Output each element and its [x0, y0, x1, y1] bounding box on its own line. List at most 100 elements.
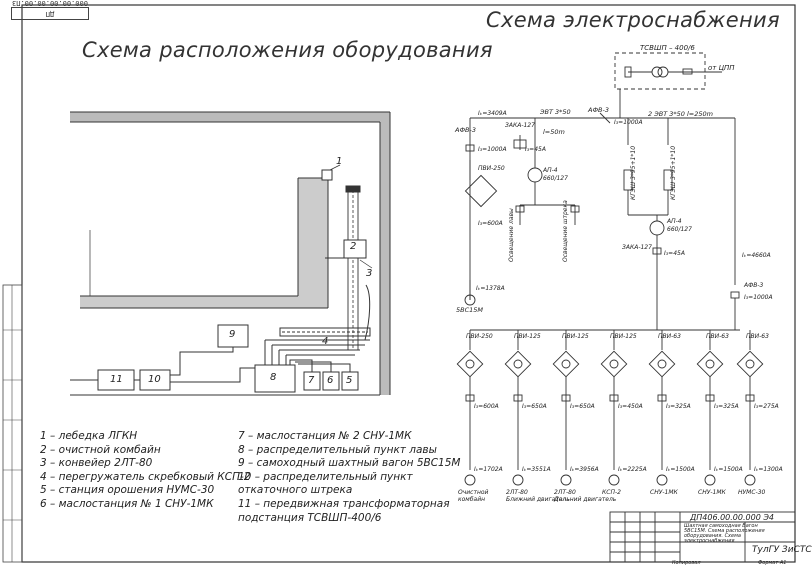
i-600-label: I₃=600A — [478, 220, 503, 227]
transfer-conveyor — [279, 327, 371, 337]
layout-diagram — [70, 111, 391, 396]
feeder-node — [513, 359, 523, 369]
afv-3-label: АФВ-3 — [744, 282, 764, 289]
feeder-ik-label: Iₖ=1702A — [474, 466, 503, 473]
i-45a-label: I₃=45A — [525, 146, 546, 153]
main-cable-label: ЭВТ 3*50 — [540, 108, 571, 116]
feeder-motor — [560, 474, 572, 486]
feeder-node — [465, 359, 475, 369]
feeder-node — [745, 359, 755, 369]
feeder-setting-label: I₃=325A — [714, 403, 739, 410]
label-7: 7 — [308, 375, 315, 386]
feeder-load-label: КСП-2 — [602, 489, 621, 496]
feeder-relay — [513, 394, 523, 402]
label-10: 10 — [148, 374, 161, 385]
feeder-setting-label: I₃=450A — [618, 403, 643, 410]
feeder-load-label: 2ЛТ-80 — [554, 489, 576, 496]
afv-left-label: АФВ-3 — [455, 126, 476, 134]
feeder-motor — [608, 474, 620, 486]
feeder-motor — [656, 474, 668, 486]
legend-item: 5 – станция орошения НУМС-30 — [40, 484, 215, 497]
electrical-diagram — [464, 52, 740, 331]
drawing-code-stamp: ДП 000.00.00.00.00.ПЗ — [11, 0, 89, 20]
breaker-main-i: I₃=1000A — [614, 119, 643, 126]
feeder-ik-label: Iₖ=3956A — [570, 466, 599, 473]
legend-item: 9 – самоходный шахтный вагон 5ВС15М — [238, 457, 461, 470]
ik-left-label: Iₖ=3409A — [478, 110, 507, 117]
legend-left: 1 – лебедка ЛГКН 2 – очистной комбайн 3 … — [40, 430, 250, 512]
feeder-relay — [657, 394, 667, 402]
ap4-2-label: АП-4 — [667, 218, 682, 225]
feeder-relay — [465, 394, 475, 402]
label-4: 4 — [322, 336, 329, 347]
feeder-starter-label: ПВИ-125 — [562, 333, 589, 340]
feeder-relay — [609, 394, 619, 402]
feeder-load-label: Очистной — [458, 489, 489, 496]
feeder-ik-label: Iₖ=1500A — [714, 466, 743, 473]
title-block — [609, 511, 796, 563]
label-1: 1 — [336, 156, 343, 167]
feeder-motor — [512, 474, 524, 486]
legend-right: 7 – маслостанция № 2 СНУ-1МК 8 – распред… — [238, 430, 461, 525]
feeder-setting-label: I₃=650A — [570, 403, 595, 410]
lighting-shtrek: Освещение штрека — [562, 200, 569, 262]
ik-1378-label: Iₖ=1378A — [476, 285, 505, 292]
legend-item: 6 – маслостанция № 1 СНУ-1МК — [40, 497, 214, 510]
binding-strip — [2, 284, 23, 563]
feeder-node — [609, 359, 619, 369]
label-3: 3 — [366, 268, 373, 279]
winch-1 — [321, 169, 333, 181]
legend-item: 7 – маслостанция № 2 СНУ-1МК — [238, 430, 412, 442]
feeder-starter-label: ПВИ-250 — [466, 333, 493, 340]
feeder-starter — [696, 350, 724, 378]
tb-bottom-left: Копировал — [672, 560, 701, 566]
tb-desc: Шахтная самоходная Вагон 5ВС15М. Схема р… — [684, 523, 765, 544]
ik-4660-label: Iₖ=4660A — [742, 252, 771, 259]
feeder-relay — [561, 394, 571, 402]
legend-item: 4 – перегружатель скребковый КСП-2 — [40, 470, 251, 483]
ap4-v2-label: 660/127 — [667, 226, 692, 233]
lighting-lava: Освещение лавы — [508, 208, 515, 262]
feeder-node — [561, 359, 571, 369]
load-main-label: 5ВС15М — [456, 306, 484, 314]
combine-2 — [343, 239, 367, 259]
feeder-relay — [745, 394, 755, 402]
sheet-frame — [21, 4, 796, 563]
substation-box — [614, 52, 706, 90]
feeder-load-label: Дальний двигатель — [554, 496, 617, 503]
legend-item: 1 – лебедка ЛГКН — [40, 430, 138, 442]
rp-lava-8 — [254, 364, 296, 393]
feeder-load-label: Ближний двигатель — [506, 496, 570, 503]
feeder-motor — [704, 474, 716, 486]
legend-item: 10 – распределительный пункт откаточного… — [238, 470, 413, 497]
i-45a2-label: I₃=45A — [664, 250, 685, 257]
label-6: 6 — [327, 375, 334, 386]
feeder-setting-label: I₃=275A — [754, 403, 779, 410]
feeder-setting-label: I₃=325A — [666, 403, 691, 410]
tb-code: ДП406.00.00.000 Э4 — [690, 513, 775, 522]
drawing-canvas — [2, 4, 796, 563]
feeder-motor — [464, 474, 476, 486]
feeder-starter — [552, 350, 580, 378]
label-5: 5 — [346, 375, 353, 386]
substation-label: ТСВШП – 400/6 — [640, 44, 695, 52]
layout-title: Схема расположения оборудования — [82, 38, 493, 62]
feeder-starter-label: ПВИ-125 — [514, 333, 541, 340]
zakh-label: ЗАКА-127 — [505, 122, 535, 129]
label-8: 8 — [270, 372, 277, 383]
feeder-load-label: комбайн — [458, 496, 486, 503]
pvi-250-label: ПВИ-250 — [478, 165, 505, 172]
electrical-title: Схема электроснабжения — [486, 8, 780, 32]
i-left-label: I₃=1000A — [478, 146, 507, 153]
label-2: 2 — [350, 241, 357, 252]
ap4-v-label: 660/127 — [543, 175, 568, 182]
feeder-starter-label: ПВИ-63 — [658, 333, 681, 340]
feeder-starter — [600, 350, 628, 378]
feeder-starter-label: ПВИ-125 — [610, 333, 637, 340]
from-rpp-label: от ЦПП — [708, 64, 735, 72]
label-9: 9 — [229, 329, 236, 340]
legend-item: 2 – очистной комбайн — [40, 443, 161, 456]
feeder-setting-label: I₃=600A — [474, 403, 499, 410]
feeders-group — [456, 330, 764, 486]
